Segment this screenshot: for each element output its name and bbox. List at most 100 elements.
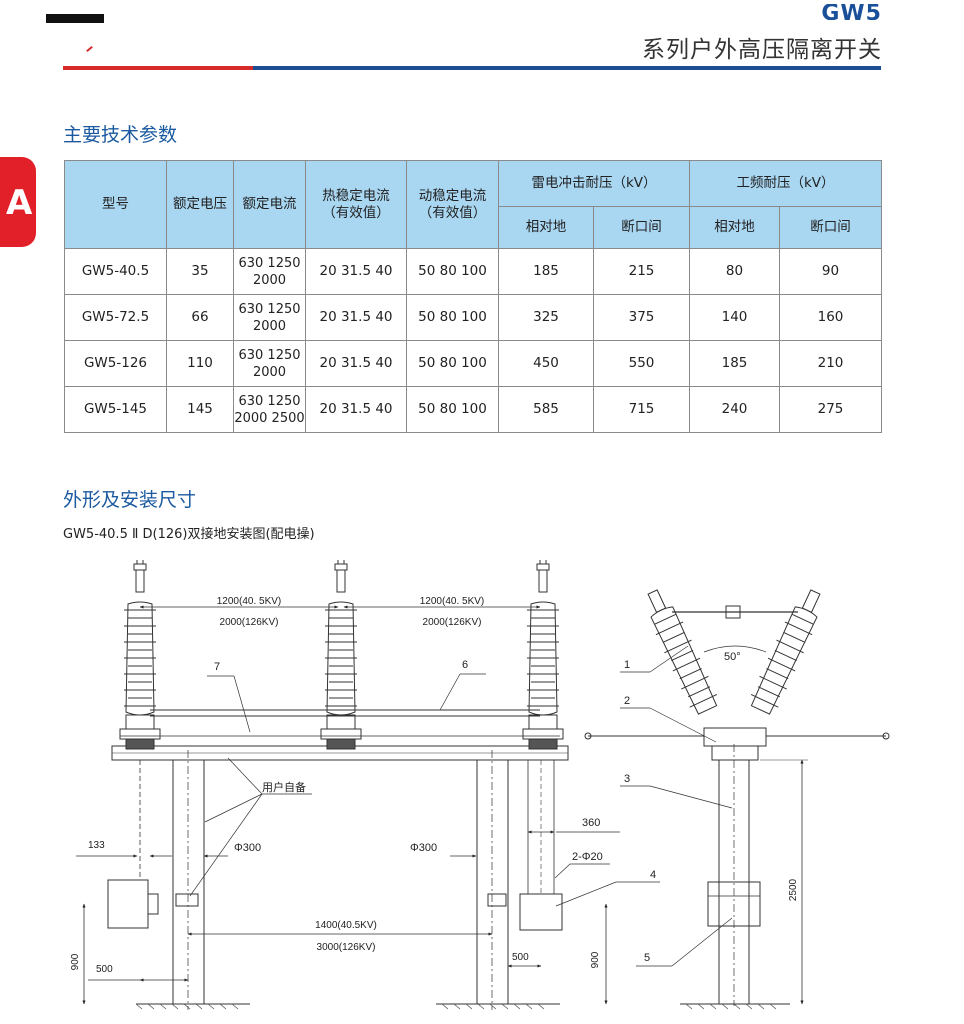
dim-2500: 2500 bbox=[788, 878, 799, 901]
header-pf-across-gap: 断口间 bbox=[779, 206, 882, 249]
cell-dynamic: 50 80 100 bbox=[406, 294, 499, 341]
cell-li-gap: 375 bbox=[593, 294, 690, 341]
side-tab-letter: A bbox=[6, 183, 33, 223]
dim-900-right: 900 bbox=[590, 951, 601, 968]
insulator-left bbox=[119, 560, 161, 750]
header-dynamic-current: 动稳定电流 （有效值） bbox=[406, 160, 499, 249]
cell-pf-ground: 240 bbox=[689, 386, 780, 433]
dim-900-left: 900 bbox=[70, 953, 81, 970]
spec-section-title: 主要技术参数 bbox=[63, 124, 178, 146]
product-code: GW5 bbox=[821, 4, 882, 20]
dim-span2-a: 1200(40. 5KV) bbox=[420, 596, 485, 607]
cell-current-line1: 630 1250 bbox=[238, 255, 301, 271]
cell-voltage: 66 bbox=[166, 294, 234, 341]
cell-current-line1: 630 1250 bbox=[238, 301, 301, 317]
cell-current-line2: 2000 bbox=[252, 364, 287, 380]
cell-li-ground: 585 bbox=[498, 386, 594, 433]
side-section-tab: A bbox=[0, 157, 36, 247]
side-mechanism-box bbox=[707, 881, 761, 927]
header-thermal-line2: （有效值） bbox=[322, 204, 390, 221]
insulator-right bbox=[522, 560, 564, 750]
header-rated-voltage: 额定电压 bbox=[166, 160, 234, 249]
table-subheader-row: 相对地 断口间 相对地 断口间 bbox=[65, 206, 882, 249]
callout-7: 7 bbox=[214, 661, 220, 673]
cell-pf-gap: 90 bbox=[779, 248, 882, 295]
ground-hatching bbox=[135, 1003, 777, 1010]
brand-logo-mark bbox=[86, 45, 93, 53]
cell-dynamic: 50 80 100 bbox=[406, 248, 499, 295]
header-model: 型号 bbox=[64, 160, 167, 249]
header-li-across-gap: 断口间 bbox=[593, 206, 690, 249]
brand-logo bbox=[46, 14, 104, 23]
cell-model: GW5-40.5 bbox=[64, 248, 167, 295]
cell-li-ground: 325 bbox=[498, 294, 594, 341]
cell-li-ground: 185 bbox=[498, 248, 594, 295]
callout-3: 3 bbox=[624, 773, 630, 785]
dim-span2-b: 2000(126KV) bbox=[423, 617, 482, 628]
cell-current-line2: 2000 2500 bbox=[234, 410, 305, 426]
dim-2-phi20: 2-Φ20 bbox=[572, 851, 603, 863]
header-thermal-line1: 热稳定电流 bbox=[322, 187, 390, 204]
drawing-section-title: 外形及安装尺寸 bbox=[63, 489, 197, 511]
cell-current-line2: 2000 bbox=[252, 272, 287, 288]
callout-5: 5 bbox=[644, 952, 650, 964]
dim-span1-a: 1200(40. 5KV) bbox=[217, 596, 282, 607]
cell-model: GW5-126 bbox=[64, 340, 167, 387]
cell-pf-gap: 160 bbox=[779, 294, 882, 341]
cell-li-gap: 550 bbox=[593, 340, 690, 387]
header-rated-current: 额定电流 bbox=[233, 160, 306, 249]
cell-dynamic: 50 80 100 bbox=[406, 340, 499, 387]
dim-phi300-left: Φ300 bbox=[234, 842, 261, 854]
cell-li-gap: 715 bbox=[593, 386, 690, 433]
support-column-right bbox=[476, 759, 509, 1005]
dim-span1-b: 2000(126KV) bbox=[220, 617, 279, 628]
support-column-left bbox=[172, 759, 205, 1005]
operating-mechanism-right bbox=[519, 893, 563, 931]
cell-model: GW5-72.5 bbox=[64, 294, 167, 341]
dim-phi300-right: Φ300 bbox=[410, 842, 437, 854]
dim-133: 133 bbox=[88, 840, 105, 851]
cell-pf-gap: 275 bbox=[779, 386, 882, 433]
page-title: 系列户外高压隔离开关 bbox=[642, 37, 882, 63]
cell-thermal: 20 31.5 40 bbox=[305, 386, 407, 433]
cell-thermal: 20 31.5 40 bbox=[305, 340, 407, 387]
dim-base-span-a: 1400(40.5KV) bbox=[315, 920, 377, 931]
dim-angle-50: 50° bbox=[724, 651, 741, 663]
header-dynamic-line1: 动稳定电流 bbox=[418, 187, 487, 204]
cell-li-gap: 215 bbox=[593, 248, 690, 295]
dim-500-left: 500 bbox=[96, 964, 113, 975]
cell-voltage: 110 bbox=[166, 340, 234, 387]
cell-voltage: 145 bbox=[166, 386, 234, 433]
cell-li-ground: 450 bbox=[498, 340, 594, 387]
dim-360: 360 bbox=[582, 817, 600, 829]
header-rule-red bbox=[63, 66, 253, 70]
callout-6: 6 bbox=[462, 659, 468, 671]
side-insulator-right bbox=[750, 589, 821, 715]
insulator-middle bbox=[320, 560, 362, 750]
header-lightning-impulse: 雷电冲击耐压（kV） bbox=[498, 160, 690, 207]
cell-thermal: 20 31.5 40 bbox=[305, 248, 407, 295]
spec-table: 型号 额定电压 额定电流 热稳定电流 （有效值） 动稳定电流 （有效值） 雷电冲… bbox=[64, 160, 882, 433]
cell-current-line2: 2000 bbox=[252, 318, 287, 334]
header-rule-blue bbox=[253, 66, 881, 70]
callout-2: 2 bbox=[624, 695, 630, 707]
dim-base-span-b: 3000(126KV) bbox=[317, 942, 376, 953]
callout-4: 4 bbox=[650, 869, 656, 881]
cell-voltage: 35 bbox=[166, 248, 234, 295]
cell-dynamic: 50 80 100 bbox=[406, 386, 499, 433]
header-dynamic-line2: （有效值） bbox=[418, 204, 487, 221]
cell-pf-gap: 210 bbox=[779, 340, 882, 387]
cell-pf-ground: 185 bbox=[689, 340, 780, 387]
header-thermal-current: 热稳定电流 （有效值） bbox=[305, 160, 407, 249]
header-power-frequency: 工频耐压（kV） bbox=[689, 160, 882, 207]
installation-drawing: 1200(40. 5KV) 2000(126KV) 1200(40. 5KV) … bbox=[70, 560, 890, 1010]
cell-current-line1: 630 1250 bbox=[238, 393, 301, 409]
